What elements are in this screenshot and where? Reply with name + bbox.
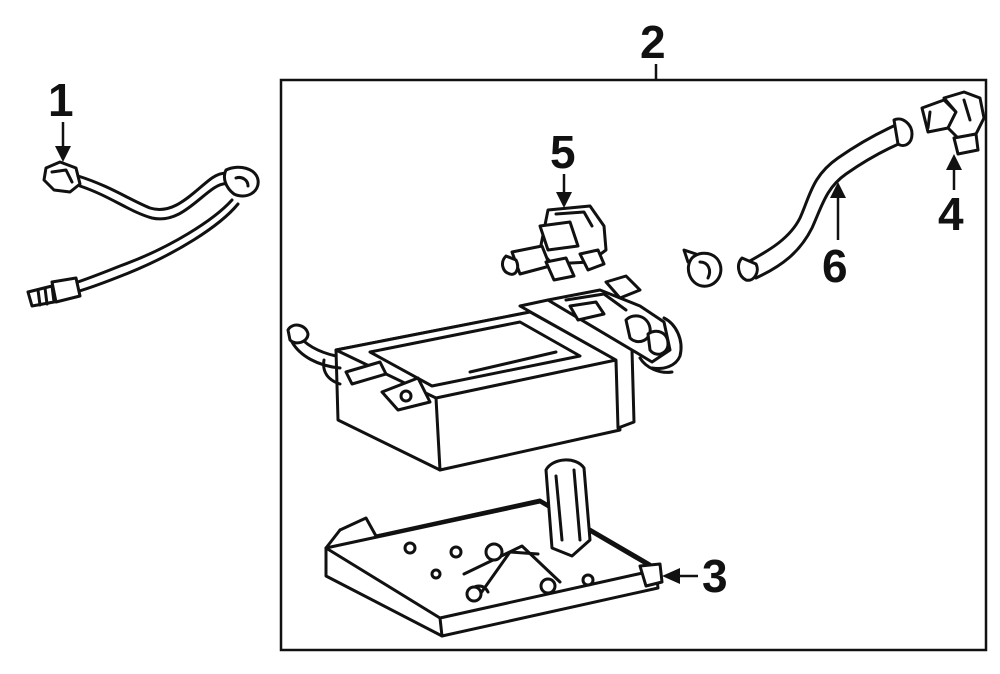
callout-3-arrow [662, 568, 680, 584]
callout-5-arrow [556, 192, 572, 208]
callout-1: 1 [48, 74, 74, 126]
charcoal-canister-part [286, 274, 683, 472]
hose-clamp-part [682, 248, 723, 288]
vacuum-hose-part [737, 117, 914, 282]
callout-4: 4 [938, 188, 964, 240]
vsv-valve-part [501, 204, 608, 282]
callout-6: 6 [822, 240, 848, 292]
callout-6-arrow [830, 182, 846, 198]
assembly-frame [279, 78, 988, 652]
callout-2: 2 [640, 16, 666, 68]
canister-bracket-part [324, 458, 664, 638]
elbow-fitting-part [920, 90, 986, 156]
callout-4-arrow [946, 154, 962, 170]
callout-5: 5 [550, 126, 576, 178]
oxygen-sensor-part [26, 160, 260, 308]
callout-1-arrow [55, 146, 71, 162]
callout-3: 3 [702, 550, 728, 602]
